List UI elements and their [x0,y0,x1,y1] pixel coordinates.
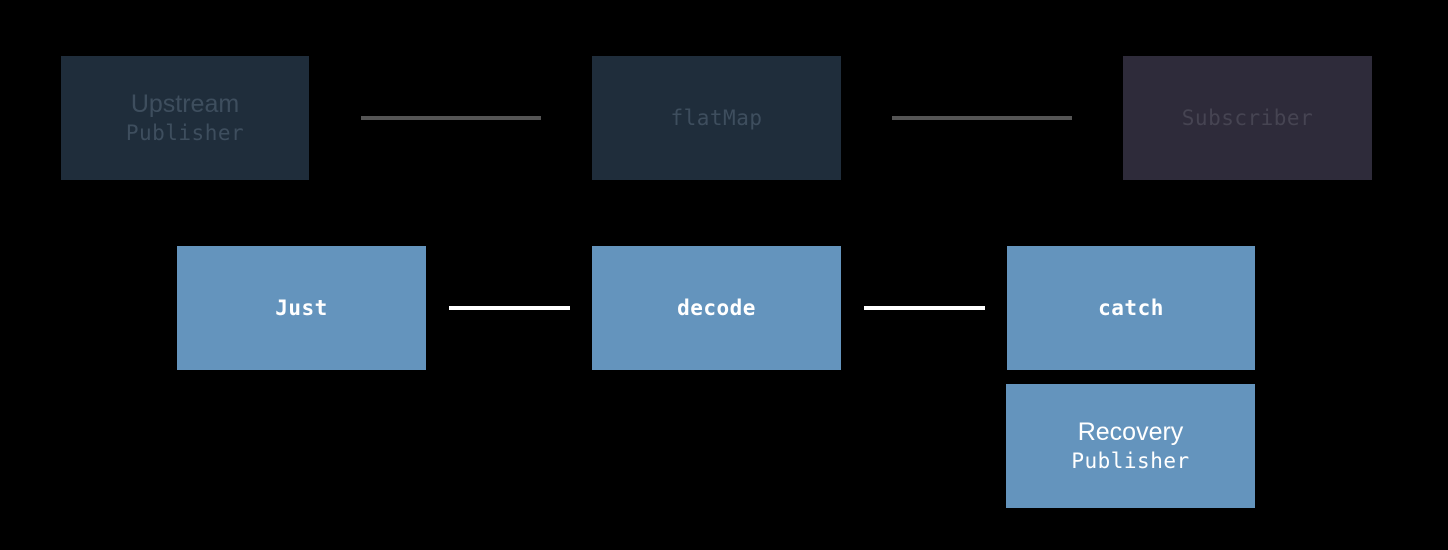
flatmap-box: flatMap [592,56,841,180]
connector-just-decode [449,306,570,310]
recovery-publisher-box: Recovery Publisher [1006,384,1255,508]
just-label: Just [275,296,328,320]
connector-flatmap-subscriber [892,116,1072,120]
connector-decode-catch [864,306,985,310]
upstream-publisher-box: Upstream Publisher [61,56,309,180]
recovery-publisher-subtitle: Publisher [1071,449,1190,473]
connector-upstream-flatmap [361,116,541,120]
flatmap-label: flatMap [670,106,763,130]
catch-label: catch [1098,296,1164,320]
subscriber-label: Subscriber [1181,106,1314,130]
upstream-publisher-title: Upstream [130,90,240,118]
decode-box: decode [592,246,841,370]
decode-label: decode [677,296,756,320]
upstream-publisher-subtitle: Publisher [125,121,245,145]
catch-box: catch [1007,246,1255,370]
recovery-publisher-title: Recovery [1077,418,1184,446]
just-box: Just [177,246,426,370]
subscriber-box: Subscriber [1123,56,1372,180]
